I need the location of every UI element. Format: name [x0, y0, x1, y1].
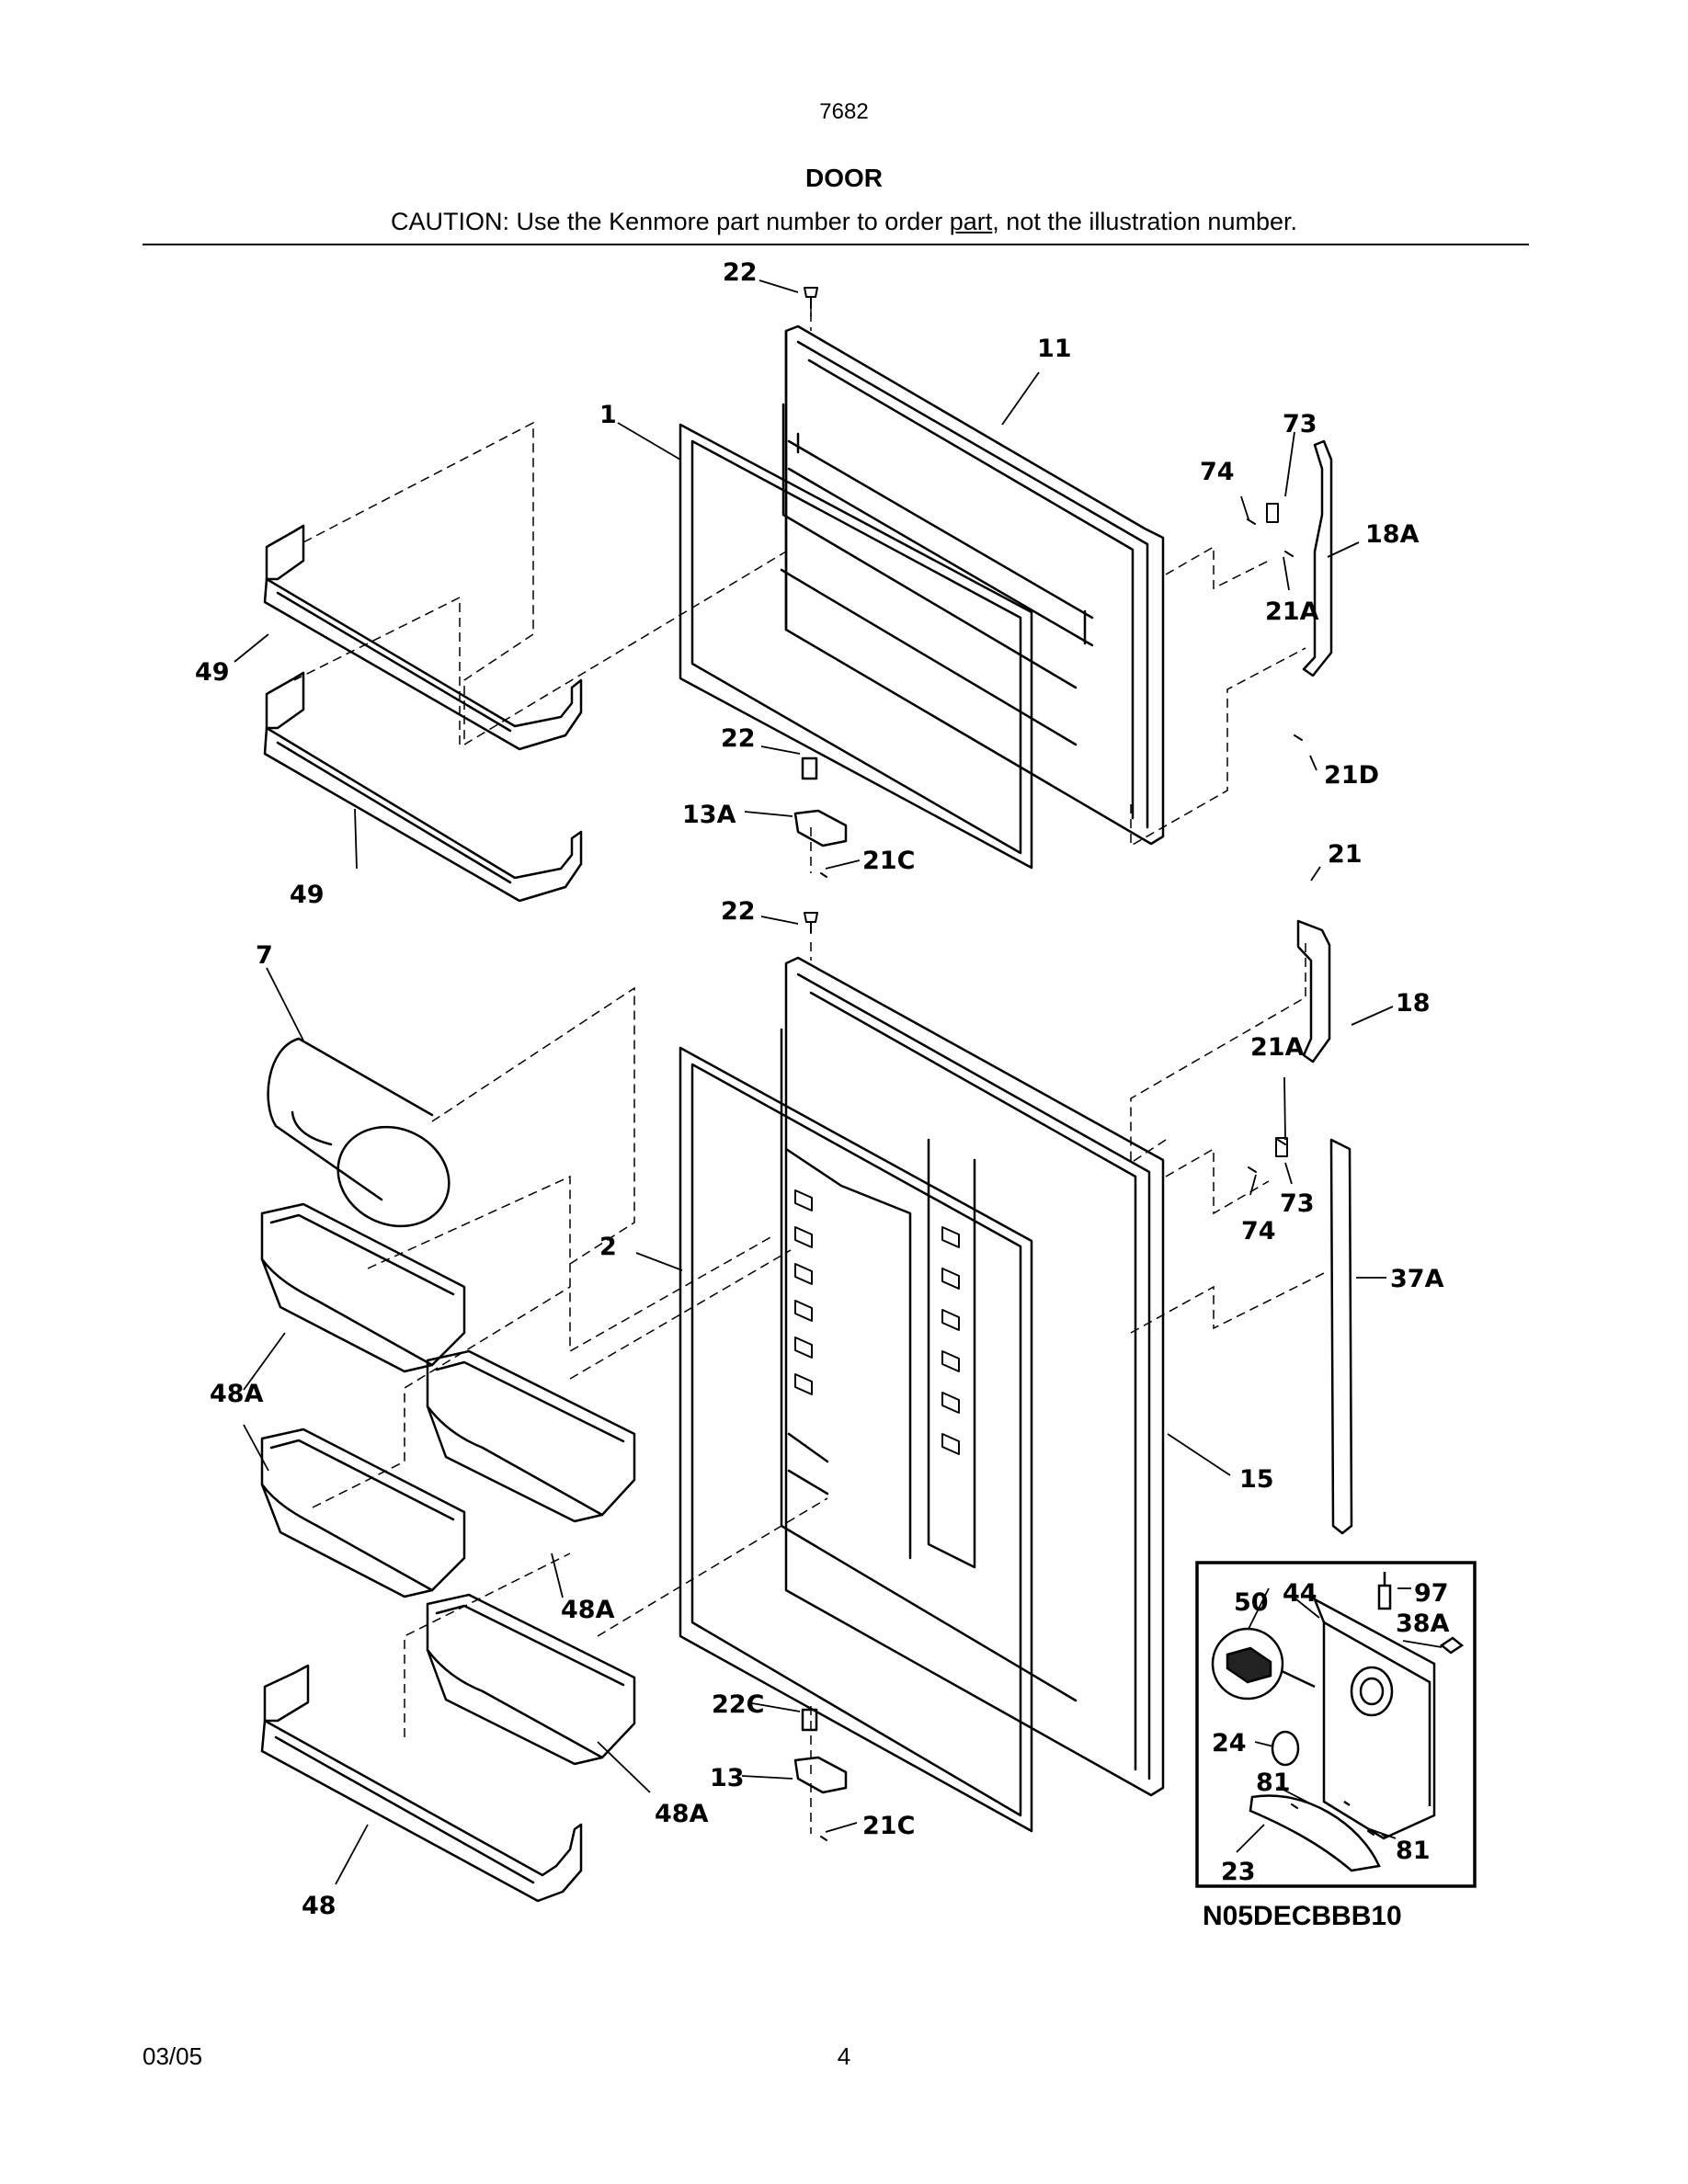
callout-18: 18 — [1396, 989, 1431, 1018]
fresh-food-door-panel — [780, 956, 1165, 1797]
diagram-code: N05DECBBB10 — [1203, 1901, 1402, 1931]
freezer-door-gasket — [679, 423, 1033, 870]
door-rail-bottom — [260, 1664, 583, 1903]
callout-44: 44 — [1283, 1579, 1317, 1608]
middle-hinge-bracket — [1296, 919, 1331, 1064]
callout-21C-lower: 21C — [862, 1812, 915, 1840]
caution-note: CAUTION: Use the Kenmore part number to … — [0, 208, 1688, 236]
header-rule — [143, 244, 1529, 245]
inset-frame — [1195, 1561, 1477, 1888]
callout-97: 97 — [1414, 1579, 1449, 1608]
page-number: 4 — [837, 2042, 851, 2070]
callout-49-upper: 49 — [195, 658, 230, 687]
callout-48A-bottom: 48A — [655, 1800, 709, 1828]
door-bin-1 — [260, 1202, 466, 1373]
callout-74-lower: 74 — [1241, 1217, 1276, 1246]
freezer-door-panel — [780, 324, 1165, 846]
callout-22-top: 22 — [723, 258, 758, 287]
upper-hinge-bracket — [1302, 439, 1333, 677]
callout-7: 7 — [256, 941, 273, 970]
door-bin-2 — [426, 1349, 636, 1523]
callout-21D: 21D — [1324, 761, 1379, 790]
inset-parts — [1211, 1572, 1465, 1872]
callout-1: 1 — [599, 401, 617, 429]
callout-13A: 13A — [682, 801, 736, 829]
caution-prefix: CAUTION: Use the Kenmore part number to … — [391, 208, 950, 235]
callout-18A: 18A — [1365, 520, 1420, 549]
callout-73-upper: 73 — [1283, 410, 1317, 438]
callout-50: 50 — [1234, 1588, 1269, 1617]
door-liner-posts — [794, 1189, 960, 1455]
lower-hinge — [793, 1708, 848, 1794]
callout-2: 2 — [599, 1233, 617, 1261]
leader-lines — [234, 279, 1443, 1885]
callout-37A: 37A — [1390, 1265, 1444, 1293]
callout-22-lower: 22 — [721, 897, 756, 926]
callout-49-lower: 49 — [290, 881, 325, 909]
callout-48A-mid: 48A — [561, 1596, 615, 1624]
callout-23: 23 — [1221, 1858, 1256, 1886]
callout-48A-left: 48A — [210, 1380, 264, 1408]
callout-13: 13 — [710, 1764, 745, 1792]
callout-21A-upper: 21A — [1265, 597, 1319, 626]
callout-22-mid: 22 — [721, 724, 756, 753]
callout-21: 21 — [1328, 840, 1363, 869]
callout-38A: 38A — [1396, 1610, 1450, 1638]
callout-21A-lower: 21A — [1250, 1033, 1305, 1062]
caution-suffix: , not the illustration number. — [992, 208, 1297, 235]
hinge-cover — [1329, 1138, 1353, 1535]
screws — [804, 287, 1374, 1841]
upper-hinge-center — [793, 756, 848, 847]
callout-24: 24 — [1212, 1729, 1247, 1757]
footer-date: 03/05 — [143, 2042, 203, 2070]
callout-22C: 22C — [712, 1690, 764, 1719]
explode-lines — [293, 308, 1325, 1834]
callout-81-lower: 81 — [1396, 1837, 1431, 1865]
callout-21C-upper: 21C — [862, 847, 915, 875]
callout-11: 11 — [1037, 335, 1072, 363]
page-title: DOOR — [805, 164, 883, 192]
dairy-door — [267, 1037, 451, 1228]
callout-81-upper: 81 — [1256, 1769, 1291, 1797]
callout-labels: 22 11 1 73 74 18A 21A 49 22 21D 13A 21C … — [195, 258, 1450, 1920]
fresh-food-door-gasket — [679, 1046, 1033, 1833]
callout-74-upper: 74 — [1200, 458, 1235, 486]
callout-73-lower: 73 — [1280, 1189, 1315, 1218]
callout-15: 15 — [1239, 1465, 1274, 1494]
model-number: 7682 — [819, 99, 869, 124]
door-rail-middle — [263, 671, 583, 903]
callout-48: 48 — [302, 1892, 336, 1920]
door-bin-3 — [260, 1428, 466, 1598]
caution-underlined: part — [949, 208, 993, 235]
door-rail-upper — [263, 524, 583, 751]
